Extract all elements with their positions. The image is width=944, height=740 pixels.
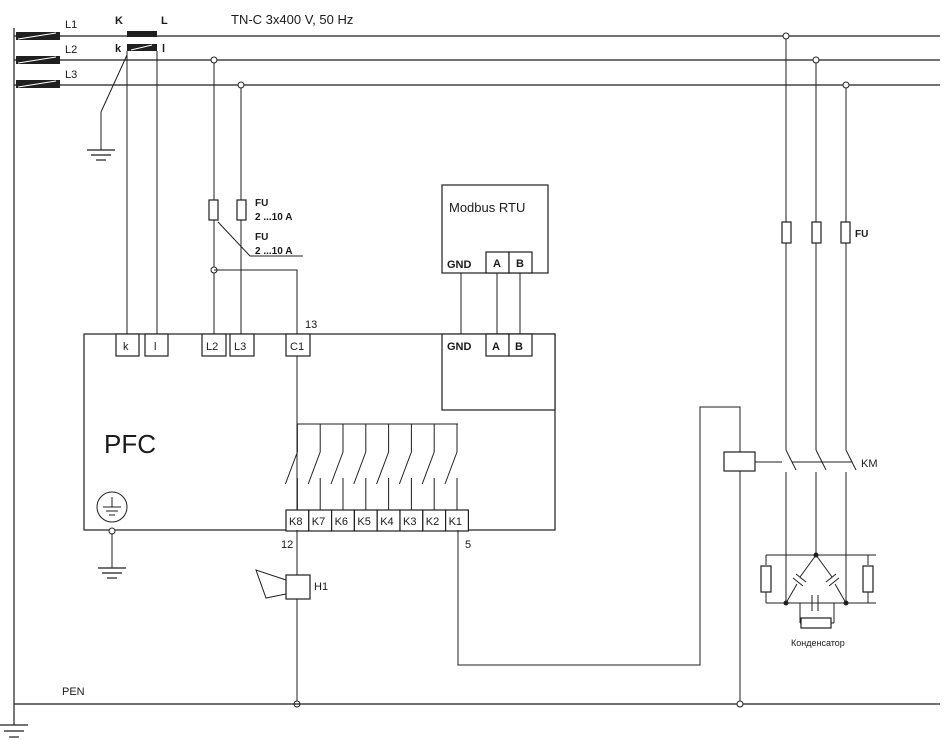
pfc-terminal-c1 xyxy=(285,333,311,357)
pfc-ground-icon xyxy=(98,567,126,579)
modbus-gnd-label: GND xyxy=(447,259,472,271)
fuse-2-name: FU xyxy=(255,232,268,243)
capacitor-label: Конденсатор xyxy=(791,638,845,648)
alarm-h1 xyxy=(285,574,311,600)
pfc-terminal-c1-label: C1 xyxy=(290,341,304,353)
pfc-terminal-l xyxy=(144,333,169,357)
pfc-terminal-l3-label: L3 xyxy=(234,341,246,353)
relay-terminal-label: K4 xyxy=(380,516,393,528)
fuse-1-rating: 2 ...10 A xyxy=(255,212,292,223)
relay-terminal-label: K6 xyxy=(335,516,348,528)
cap-fuse-label: FU xyxy=(855,229,868,240)
relay-terminal-k1 xyxy=(445,509,470,532)
relay-terminal-label: K2 xyxy=(426,516,439,528)
pfc-earth-icon xyxy=(96,491,128,523)
pfc-terminal-l2 xyxy=(201,333,227,357)
pfc-b-label: B xyxy=(515,341,523,353)
pfc-terminal-k xyxy=(115,333,140,357)
pfc-terminal-l-label: l xyxy=(154,341,156,353)
cap-fuse-2 xyxy=(811,221,822,244)
ct-label-l-secondary: l xyxy=(162,43,165,55)
label-l3: L3 xyxy=(65,69,77,81)
phase-bars xyxy=(16,32,60,88)
cap-fuse-1 xyxy=(781,221,792,244)
fuse-1-name: FU xyxy=(255,198,268,209)
pfc-terminal-l3 xyxy=(229,333,255,357)
contactor-coil xyxy=(723,451,756,472)
alarm-horn-icon xyxy=(255,569,287,599)
alarm-label: H1 xyxy=(314,581,328,593)
pfc-label: PFC xyxy=(104,429,156,459)
pfc-terminal-l2-label: L2 xyxy=(206,341,218,353)
modbus-b-label: B xyxy=(516,258,524,270)
current-transformer xyxy=(127,31,157,51)
label-l1: L1 xyxy=(65,19,77,31)
label-l2: L2 xyxy=(65,44,77,56)
relay-terminal-label: K3 xyxy=(403,516,416,528)
discharge-resistor-left xyxy=(760,565,772,593)
modbus-title: Modbus RTU xyxy=(449,200,525,215)
ct-ground-icon xyxy=(87,54,128,161)
ct-label-k-secondary: k xyxy=(115,43,122,55)
capacitor-branch xyxy=(781,32,851,450)
ct-label-l-primary: L xyxy=(161,15,168,27)
fuse-l3 xyxy=(236,199,247,221)
pen-label: PEN xyxy=(62,686,85,698)
pfc-gnd-label: GND xyxy=(447,341,472,353)
relay-bank xyxy=(284,356,458,510)
discharge-resistor-bottom xyxy=(800,617,832,629)
relay-terminal-label: K7 xyxy=(312,516,325,528)
relay-terminal-label: K1 xyxy=(449,516,462,528)
system-title: TN-C 3x400 V, 50 Hz xyxy=(231,12,353,27)
modbus-a-label: A xyxy=(493,258,501,270)
pin-13-label: 13 xyxy=(305,319,317,331)
pfc-terminal-b xyxy=(508,333,533,357)
contactor-label: KM xyxy=(861,458,878,470)
capacitor-bank xyxy=(760,552,876,629)
pin-12-label: 12 xyxy=(281,539,293,551)
controller-fuses xyxy=(208,56,303,336)
pin-5-label: 5 xyxy=(465,539,471,551)
discharge-resistor-right xyxy=(862,565,874,593)
relay-terminal-label: K5 xyxy=(357,516,370,528)
ct-label-k-primary: K xyxy=(115,15,123,27)
fuse-2-rating: 2 ...10 A xyxy=(255,246,292,257)
pfc-terminal-k-label: k xyxy=(123,341,129,353)
relay-terminals: K8 K7 K6 K5 K4 K3 K2 K1 xyxy=(285,509,470,532)
pfc-a-label: A xyxy=(492,341,500,353)
relay-terminal-label: K8 xyxy=(289,516,302,528)
contactor-km xyxy=(723,449,857,701)
cap-fuse-3 xyxy=(840,221,851,244)
fuse-l2 xyxy=(208,199,219,221)
